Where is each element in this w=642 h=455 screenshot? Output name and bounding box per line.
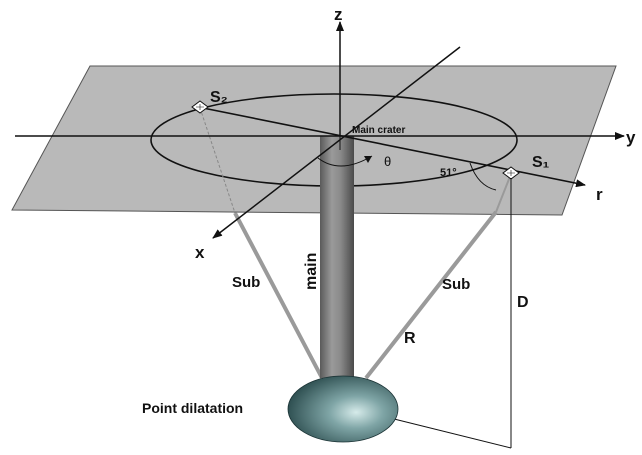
ground-plane	[11, 65, 617, 216]
angle-arc	[469, 162, 497, 191]
theta-arrowhead	[364, 156, 372, 163]
angle-label: 51°	[440, 167, 457, 179]
r-axis-label: r	[596, 185, 603, 204]
x-axis	[212, 46, 461, 239]
r-axis	[197, 106, 586, 188]
sub-line-left-dashed	[199, 107, 236, 214]
sub-line-left	[233, 212, 324, 379]
station-s2-label: S₂	[210, 89, 228, 106]
sub-right-label: Sub	[442, 276, 470, 293]
station-s1-label: S₁	[532, 154, 550, 171]
main-column	[320, 136, 354, 378]
x-axis-label: x	[195, 243, 205, 262]
point-dilatation-sphere	[287, 375, 399, 443]
theta-label: θ	[384, 154, 391, 169]
sub-line-right-upper	[495, 173, 512, 213]
point-dilatation-label: Point dilatation	[142, 400, 243, 416]
y-axis-label: y	[626, 128, 636, 147]
main-crater-label: Main crater	[352, 125, 405, 136]
radius-label: R	[404, 330, 416, 347]
sub-line-right	[364, 210, 498, 380]
sub-left-label: Sub	[232, 274, 260, 291]
depth-bottom-connector	[381, 415, 512, 449]
main-column-label: main	[303, 253, 320, 290]
depth-label: D	[517, 294, 529, 311]
z-axis-label: z	[334, 5, 343, 24]
station-s2-marker	[191, 100, 209, 114]
